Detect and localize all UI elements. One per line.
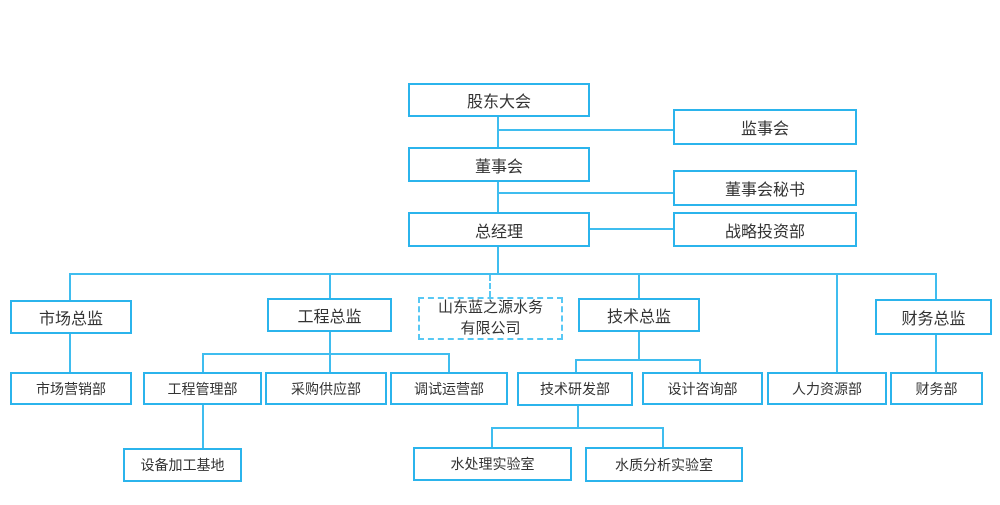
- drop-design-consulting: [699, 359, 701, 372]
- drop-company-dashed: [489, 275, 491, 297]
- drop-engineering-mgmt: [202, 353, 204, 372]
- drop-tech-rd: [575, 359, 577, 372]
- node-technology-rd-dept: 技术研发部: [517, 372, 633, 406]
- node-water-quality-analysis-lab: 水质分析实验室: [585, 447, 743, 482]
- node-design-consulting-dept: 设计咨询部: [642, 372, 763, 405]
- node-finance-director: 财务总监: [875, 299, 992, 335]
- node-equipment-processing-base: 设备加工基地: [123, 448, 242, 482]
- drop-commissioning: [448, 353, 450, 372]
- drop-marketing-director: [69, 273, 71, 300]
- node-engineering-director: 工程总监: [267, 298, 392, 332]
- node-marketing-dept: 市场营销部: [10, 372, 132, 405]
- drop-engineering-director: [329, 273, 331, 298]
- connector-marketing-dir-dept: [69, 334, 71, 372]
- drop-hr-dept: [836, 273, 838, 372]
- main-horizontal-line: [69, 273, 937, 275]
- node-strategic-investment-dept: 战略投资部: [673, 212, 857, 247]
- company-name-line2: 有限公司: [460, 319, 521, 337]
- company-name-line1: 山东蓝之源水务: [437, 299, 543, 317]
- node-commissioning-operations-dept: 调试运营部: [390, 372, 508, 405]
- drop-technical-director: [638, 273, 640, 298]
- connector-engmgmt-equipbase: [202, 405, 204, 448]
- connector-board-gm: [497, 182, 499, 212]
- engineering-children-bar: [202, 353, 450, 355]
- node-board-of-directors: 董事会: [408, 147, 590, 182]
- node-water-treatment-lab: 水处理实验室: [413, 447, 572, 481]
- connector-technical-dir-stem: [638, 332, 640, 361]
- node-hr-dept: 人力资源部: [767, 372, 887, 405]
- node-board-secretary: 董事会秘书: [673, 170, 857, 206]
- drop-water-quality-lab: [662, 427, 664, 447]
- connector-shareholders-board: [497, 117, 499, 147]
- drop-finance-director: [935, 273, 937, 299]
- node-marketing-director: 市场总监: [10, 300, 132, 334]
- connector-gm-mainline: [497, 247, 499, 275]
- node-finance-dept: 财务部: [890, 372, 983, 405]
- connector-gm-strategic: [590, 228, 673, 230]
- labs-children-bar: [491, 427, 664, 429]
- connector-engineering-dir-stem: [329, 332, 331, 372]
- connector-to-board-secretary: [498, 192, 673, 194]
- node-shareholders-meeting: 股东大会: [408, 83, 590, 117]
- node-technical-director: 技术总监: [578, 298, 700, 332]
- connector-finance-dir-dept: [935, 335, 937, 372]
- node-engineering-management-dept: 工程管理部: [143, 372, 262, 405]
- node-supervisory-board: 监事会: [673, 109, 857, 145]
- drop-water-treatment-lab: [491, 427, 493, 447]
- node-procurement-supply-dept: 采购供应部: [265, 372, 387, 405]
- node-company-name: 山东蓝之源水务 有限公司: [418, 297, 563, 340]
- connector-techrd-labs-stem: [577, 406, 579, 429]
- connector-to-supervisors: [498, 129, 673, 131]
- technical-children-bar: [575, 359, 701, 361]
- node-general-manager: 总经理: [408, 212, 590, 247]
